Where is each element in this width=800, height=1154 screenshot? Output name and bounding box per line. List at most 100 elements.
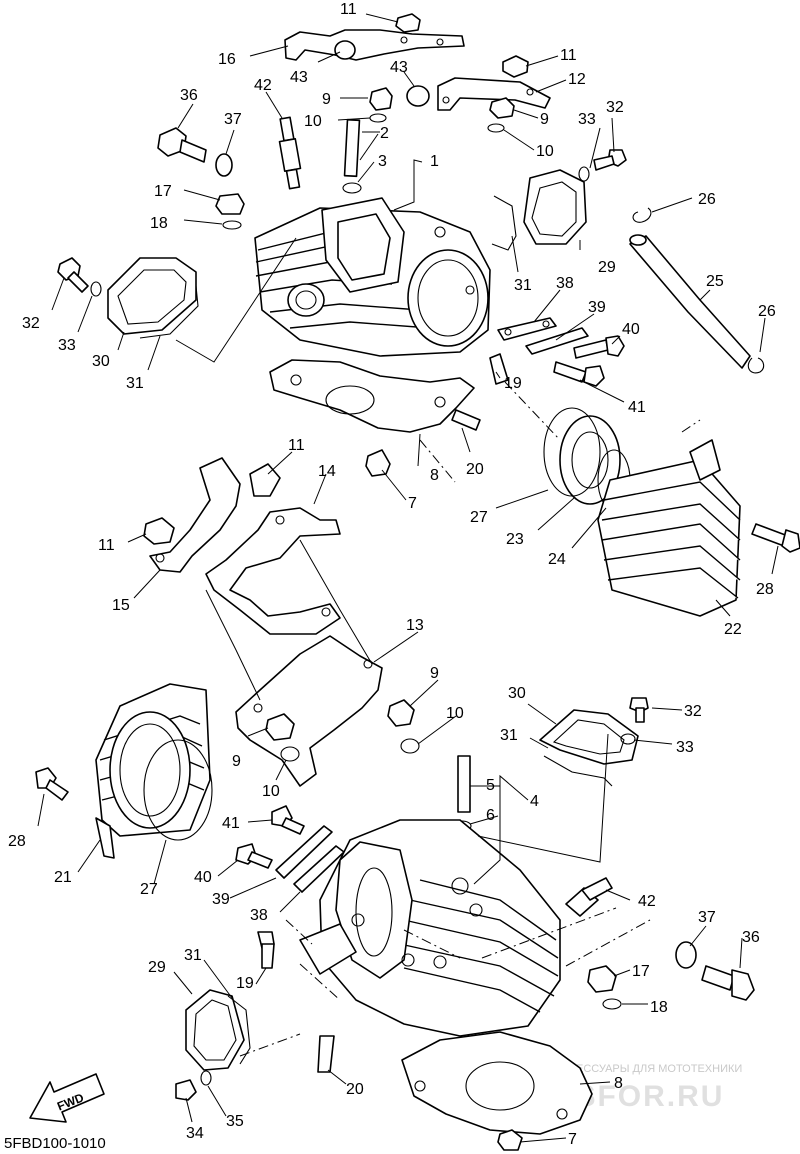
spark-plug-42-bottom [565, 877, 613, 917]
callout-38: 38 [556, 275, 574, 292]
valve-cover-30-left [107, 257, 197, 335]
fwd-arrow-icon: FWD [29, 1073, 105, 1123]
callout-43: 43 [290, 69, 308, 86]
middle-brackets [143, 457, 420, 787]
callout-13: 13 [406, 617, 424, 634]
callout-27: 27 [470, 509, 488, 526]
callout-40: 40 [622, 321, 640, 338]
valve-cover-29-top [523, 169, 587, 245]
callout-43: 43 [390, 59, 408, 76]
bolt-32-right [593, 149, 627, 171]
bracket-13 [235, 635, 383, 787]
nut-9-b [489, 97, 515, 119]
callout-19: 19 [236, 975, 254, 992]
callout-29: 29 [598, 259, 616, 276]
link-39-top [525, 327, 589, 355]
callout-11: 11 [340, 1, 357, 18]
bolt-40-top [573, 335, 625, 359]
washer-18-top [222, 220, 242, 230]
callout-10: 10 [262, 783, 280, 800]
bolt-36-top [157, 127, 207, 163]
callout-38: 38 [250, 907, 268, 924]
nut-9-mid-b [265, 713, 295, 741]
callout-3: 3 [378, 153, 387, 170]
valve-guide-5 [457, 755, 471, 813]
washer-10-b [487, 123, 505, 133]
callout-9: 9 [540, 111, 549, 128]
washer-37-top [215, 153, 233, 177]
dowel-7-top [365, 449, 391, 477]
callout-2: 2 [380, 125, 389, 142]
head-gasket-8-top [269, 359, 475, 433]
bolt-32-bottom [629, 697, 649, 723]
plug-17-bottom [587, 965, 617, 993]
callout-40: 40 [194, 869, 212, 886]
callout-12: 12 [568, 71, 586, 88]
callout-21: 21 [54, 869, 72, 886]
stud-20-top [451, 409, 481, 431]
collar-43-a [334, 40, 356, 60]
callout-5: 5 [486, 777, 495, 794]
collar-43-b [406, 85, 430, 107]
callout-18: 18 [150, 215, 168, 232]
bracket-16 [284, 29, 465, 61]
callout-10: 10 [536, 143, 554, 160]
callout-31: 31 [126, 375, 144, 392]
callout-37: 37 [698, 909, 716, 926]
callout-37: 37 [224, 111, 242, 128]
bolt-19-top [489, 353, 509, 385]
washer-10-mid-b [280, 746, 300, 762]
bolt-19-bottom [257, 931, 275, 969]
washer-33-right [578, 166, 590, 182]
bolt-28-left [35, 767, 69, 801]
callout-30: 30 [508, 685, 526, 702]
callout-7: 7 [568, 1131, 577, 1148]
callout-39: 39 [212, 891, 230, 908]
callout-31: 31 [514, 277, 532, 294]
cylinder-head-rear [254, 197, 491, 357]
callout-32: 32 [606, 99, 624, 116]
bolt-41-bottom [271, 805, 305, 835]
callout-11: 11 [98, 537, 115, 554]
washer-35 [200, 1070, 212, 1086]
callout-18: 18 [650, 999, 668, 1016]
callout-15: 15 [112, 597, 130, 614]
callout-24: 24 [548, 551, 566, 568]
callout-29: 29 [148, 959, 166, 976]
washer-10-mid-a [400, 738, 420, 754]
callout-11: 11 [560, 47, 577, 64]
clip-26-bottom [747, 357, 765, 374]
o-ring-3-top [342, 182, 362, 194]
callout-10: 10 [446, 705, 464, 722]
washer-33-bottom [620, 733, 636, 745]
callout-28: 28 [756, 581, 774, 598]
nut-11-mid-b [143, 517, 175, 545]
gasket-31-left [139, 285, 199, 339]
callout-20: 20 [346, 1081, 364, 1098]
gasket-31-bottom-left [227, 995, 251, 1065]
callout-14: 14 [318, 463, 336, 480]
callout-35: 35 [226, 1113, 244, 1130]
spark-plug-42-top [278, 116, 302, 190]
plug-17-top [215, 193, 245, 215]
rear-cylinder-assembly [57, 13, 800, 617]
clip-26-top [632, 207, 652, 223]
callout-34: 34 [186, 1125, 204, 1142]
callout-31: 31 [500, 727, 518, 744]
nut-9-mid-a [387, 699, 415, 727]
callout-7: 7 [408, 495, 417, 512]
gasket-31-bottom [543, 755, 613, 787]
callout-9: 9 [430, 665, 439, 682]
callout-17: 17 [632, 963, 650, 980]
callout-26: 26 [698, 191, 716, 208]
callout-20: 20 [466, 461, 484, 478]
callout-42: 42 [638, 893, 656, 910]
callout-28: 28 [8, 833, 26, 850]
callout-11: 11 [288, 437, 305, 454]
callout-33: 33 [676, 739, 694, 756]
callout-9: 9 [232, 753, 241, 770]
nut-9-a [369, 87, 393, 111]
callout-19: 19 [504, 375, 522, 392]
bracket-14 [205, 507, 341, 635]
